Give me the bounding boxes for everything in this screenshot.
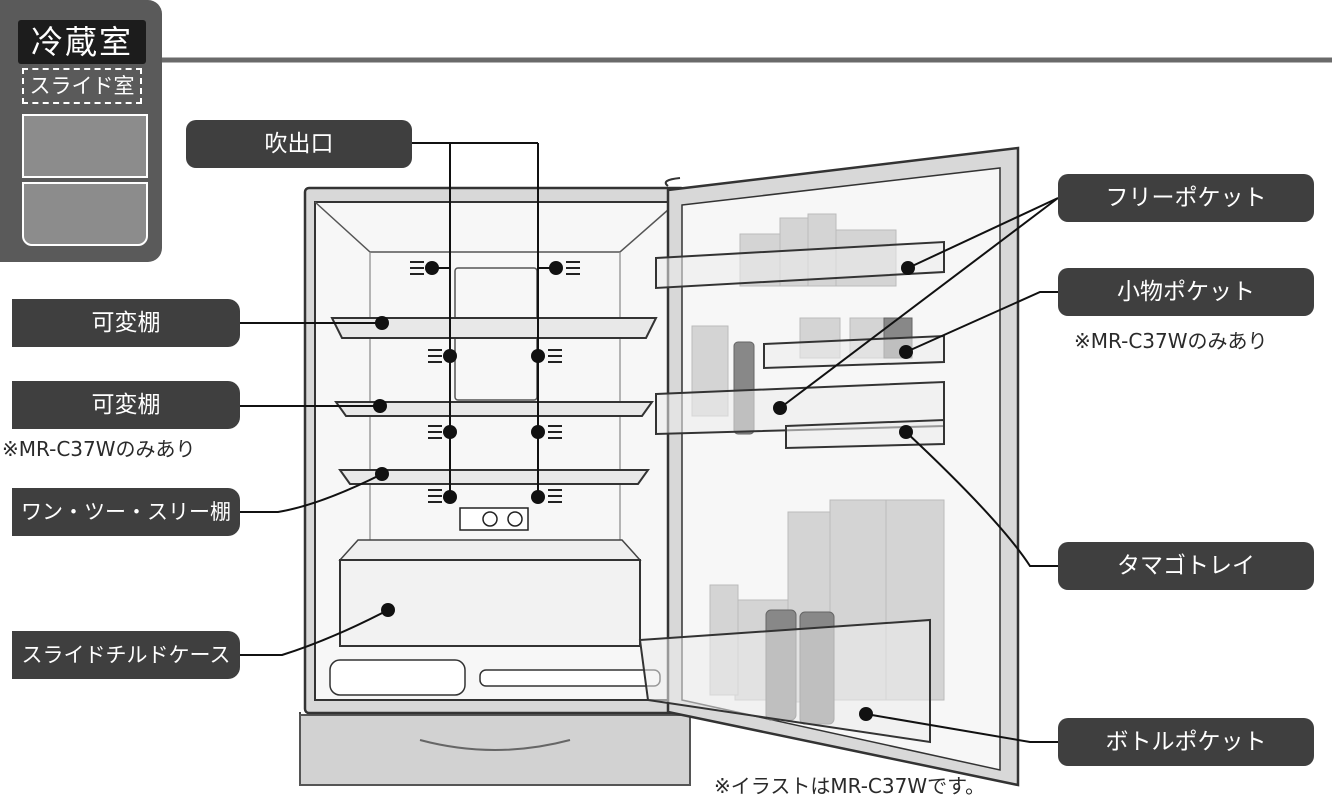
badge-subtitle: スライド室 [22, 68, 142, 104]
label-small-item-pocket: 小物ポケット [1058, 268, 1314, 316]
lower-drawer [300, 712, 690, 785]
label-air-outlet: 吹出口 [186, 120, 412, 168]
note-illustration: ※イラストはMR-C37Wです。 [714, 770, 985, 799]
note-small-pocket: ※MR-C37Wのみあり [1074, 325, 1268, 354]
badge-slot-bottom [22, 182, 148, 246]
note-shelf-2: ※MR-C37Wのみあり [2, 433, 196, 462]
label-free-pocket: フリーポケット [1058, 174, 1314, 222]
badge-slot-middle [22, 114, 148, 178]
label-slide-chilled-case: スライドチルドケース [12, 631, 240, 679]
label-bottle-pocket: ボトルポケット [1058, 718, 1314, 766]
label-adjustable-shelf-1: 可変棚 [12, 299, 240, 347]
badge-title: 冷蔵室 [18, 20, 146, 64]
label-one-two-three-shelf: ワン・ツー・スリー棚 [12, 488, 240, 536]
label-adjustable-shelf-2: 可変棚 [12, 381, 240, 429]
label-egg-tray: タマゴトレイ [1058, 542, 1314, 590]
fridge-body [305, 188, 685, 713]
section-badge: 冷蔵室 スライド室 [0, 0, 162, 262]
